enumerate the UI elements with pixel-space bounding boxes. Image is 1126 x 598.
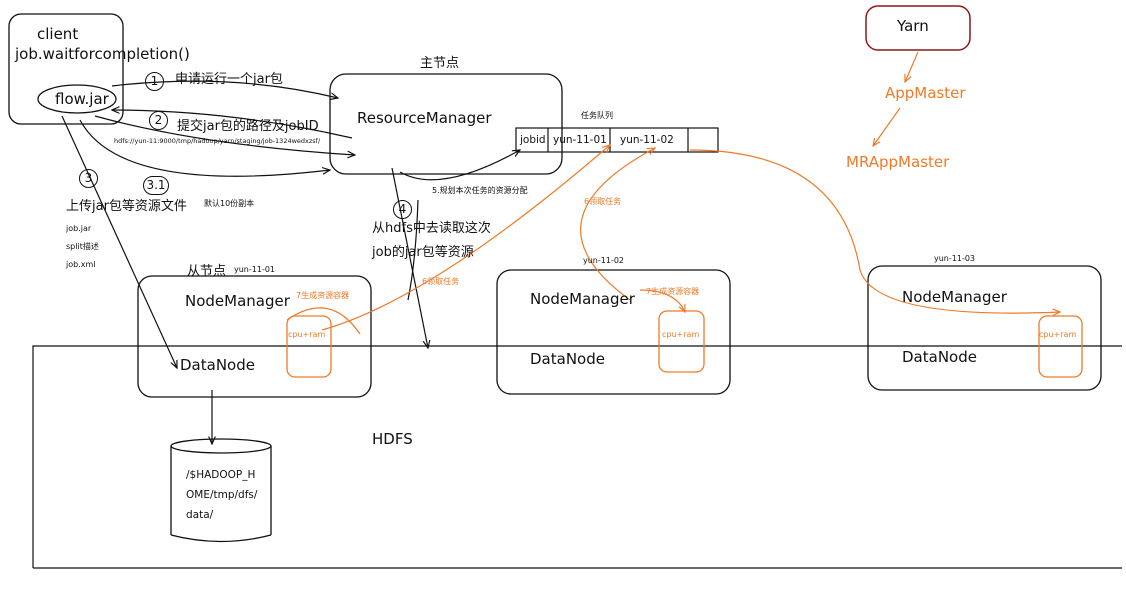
disk-path-line-3: data/ — [186, 509, 214, 521]
step-2-label: 提交jar包的路径及jobID — [177, 119, 319, 134]
task-queue-title: 任务队列 — [581, 111, 613, 120]
node-2-host: yun-11-02 — [583, 256, 625, 265]
node-1-datanode: DataNode — [180, 356, 255, 374]
node-2-nodemanager: NodeManager — [530, 290, 635, 308]
node-1-host: yun-11-01 — [234, 265, 276, 274]
node-2-container-label: cpu+ram — [662, 330, 700, 339]
master-node-title: 主节点 — [420, 56, 460, 71]
node-1-container-label: cpu+ram — [288, 330, 326, 339]
disk-path-line-2: OME/tmp/dfs/ — [186, 489, 258, 501]
node-3-container-label: cpu+ram — [1039, 330, 1077, 339]
orange-arrows — [286, 51, 1060, 335]
client-title: client — [37, 25, 79, 43]
app-master-label: AppMaster — [885, 84, 966, 102]
node-box-3 — [867, 265, 1102, 391]
mr-app-master-label: MRAppMaster — [846, 153, 950, 171]
container-box-2 — [658, 310, 705, 373]
node-3-host: yun-11-03 — [934, 254, 976, 263]
upload-file-1: job.jar — [66, 224, 92, 233]
step-1-circle: 1 — [145, 72, 164, 91]
hdfs-region — [32, 345, 1122, 569]
step-6-label-a: 6领取任务 — [422, 277, 460, 286]
step-2-circle: 2 — [149, 111, 168, 130]
disk-path-line-1: /$HADOOP_H — [186, 469, 256, 481]
hdfs-label: HDFS — [372, 430, 413, 448]
upload-file-2: split描述 — [66, 242, 99, 251]
step-6-label-b: 6领取任务 — [584, 197, 622, 206]
node-box-1 — [137, 275, 372, 398]
step-5-label: 5.规划本次任务的资源分配 — [432, 186, 528, 195]
step-4-line-1: 从hdfs中去读取这次 — [372, 221, 491, 236]
queue-cell-jobid: jobid — [520, 134, 546, 146]
node-box-2 — [496, 269, 731, 395]
replica-note: 默认10份副本 — [204, 199, 255, 208]
node-1-nodemanager: NodeManager — [185, 292, 290, 310]
step-1-label: 申请运行一个jar包 — [175, 72, 283, 87]
step-7-label-a: 7生成资源容器 — [296, 291, 350, 300]
flow-jar-ellipse — [37, 84, 117, 114]
disk-cylinder — [170, 438, 272, 543]
resource-manager-label: ResourceManager — [357, 109, 492, 127]
upload-file-3: job.xml — [66, 260, 96, 269]
step-3-1-circle: 3.1 — [143, 176, 169, 195]
staging-path: hdfs://yun-11:9000/tmp/hadoop/yarn/stagi… — [114, 137, 321, 145]
yarn-title: Yarn — [897, 17, 929, 35]
client-method: job.waitforcompletion() — [15, 45, 190, 63]
step-3-label: 上传jar包等资源文件 — [66, 199, 187, 214]
step-3-circle: 3 — [79, 169, 98, 188]
yarn-box — [865, 5, 971, 51]
node-2-datanode: DataNode — [530, 350, 605, 368]
container-box-1 — [286, 315, 332, 378]
task-queue-table — [515, 127, 719, 153]
queue-cell-node1: yun-11-01 — [553, 134, 607, 146]
queue-cell-node2: yun-11-02 — [620, 134, 674, 146]
slave-node-label: 从节点 — [187, 264, 227, 279]
node-3-nodemanager: NodeManager — [902, 288, 1007, 306]
resource-manager-box — [329, 73, 563, 175]
black-arrows — [61, 80, 520, 444]
node-3-datanode: DataNode — [902, 348, 977, 366]
step-7-label-b: 7生成资源容器 — [646, 287, 700, 296]
flow-jar-label: flow.jar — [55, 90, 109, 108]
step-4-circle: 4 — [393, 200, 412, 219]
step-4-line-2: job的jar包等资源 — [372, 245, 474, 260]
